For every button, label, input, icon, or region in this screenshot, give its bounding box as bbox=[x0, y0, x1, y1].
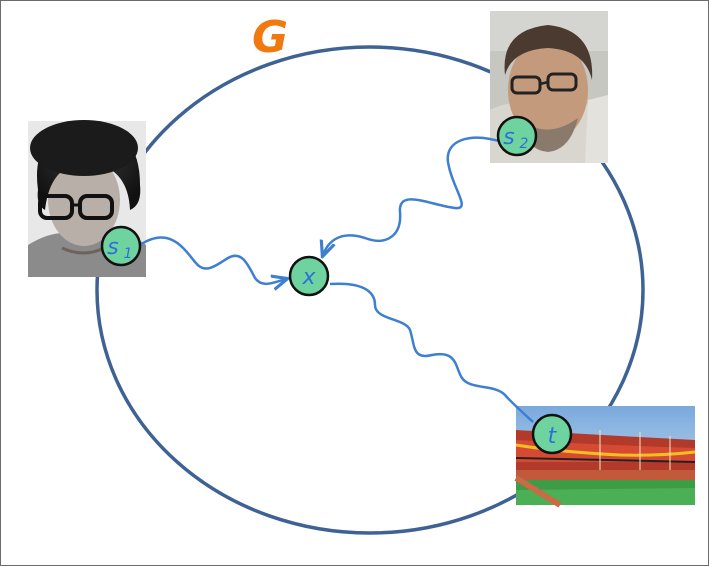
path-s1-to-x bbox=[139, 236, 286, 283]
node-s1: s 1 bbox=[100, 225, 142, 267]
node-t: t bbox=[531, 413, 573, 455]
node-s1-label: s bbox=[107, 235, 118, 260]
node-s2: s 2 bbox=[496, 115, 538, 157]
graph-circle bbox=[95, 45, 645, 535]
node-x-label: x bbox=[301, 265, 316, 290]
path-s2-to-x bbox=[323, 136, 503, 255]
node-s2-label: s bbox=[503, 125, 514, 150]
path-x-to-t bbox=[329, 282, 534, 423]
node-s2-subscript: 2 bbox=[520, 136, 529, 152]
graph-label: G bbox=[252, 12, 288, 63]
node-x: x bbox=[288, 255, 330, 297]
node-s1-subscript: 1 bbox=[124, 246, 133, 262]
node-t-label: t bbox=[548, 424, 558, 449]
